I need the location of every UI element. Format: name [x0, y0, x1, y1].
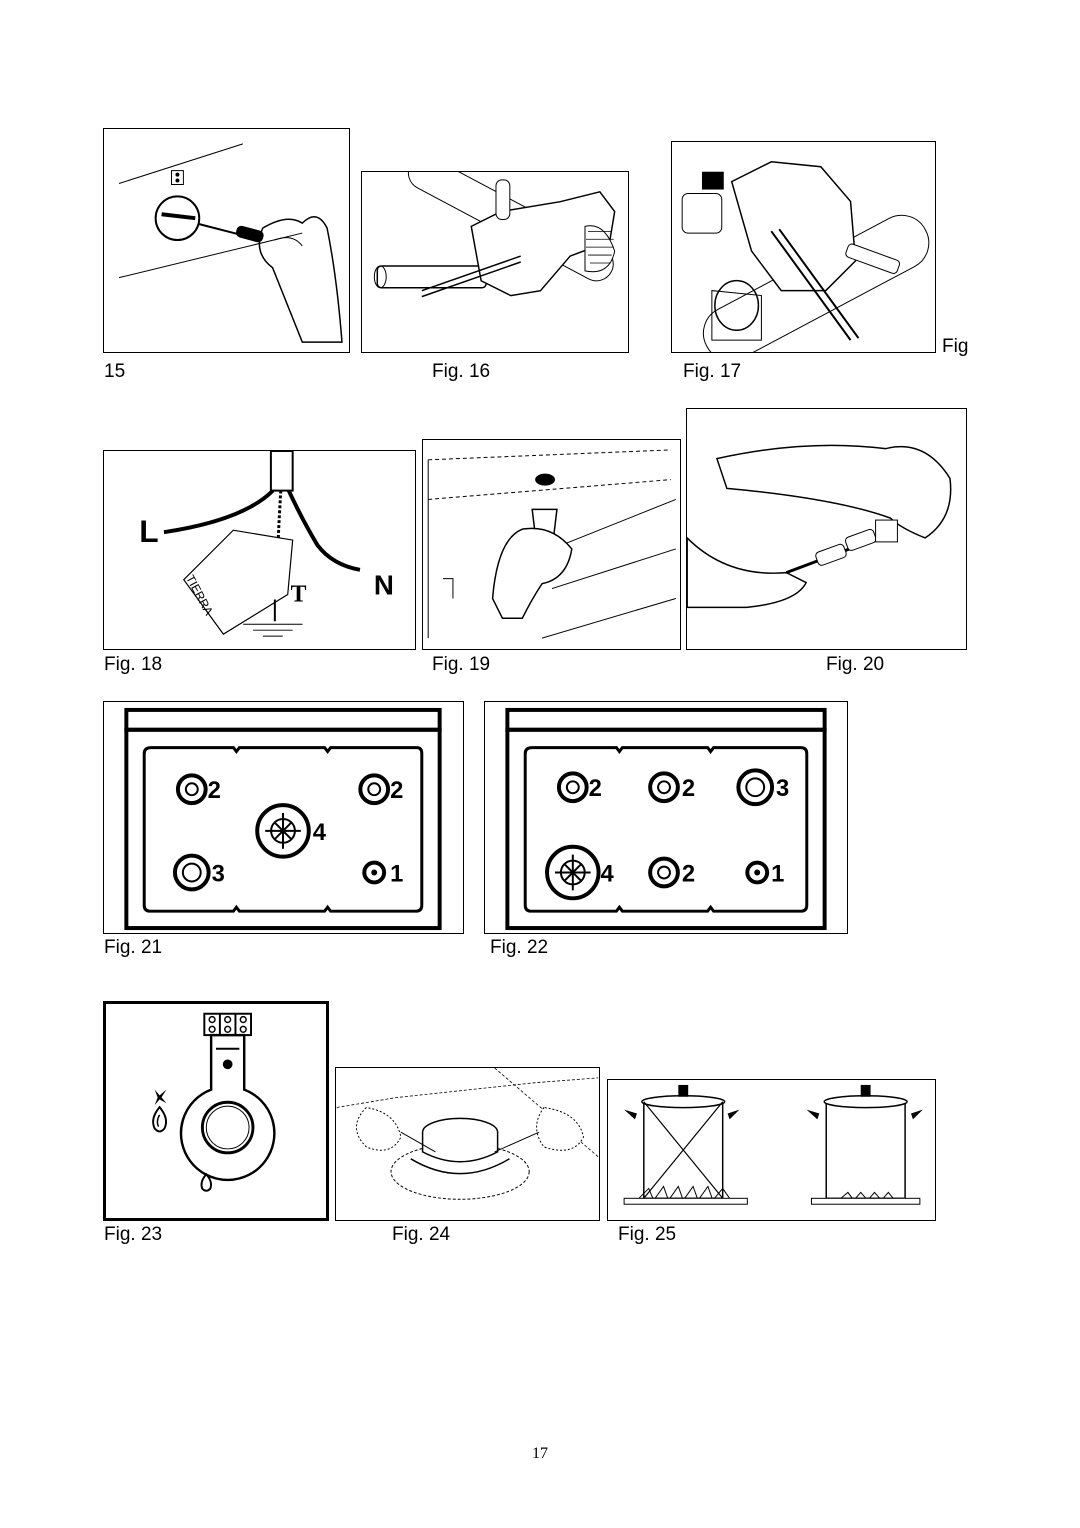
figure-15-caption-tail: Fig — [942, 336, 969, 357]
page-number: 17 — [532, 1445, 548, 1462]
hob-6-burner-diagram: 2 2 3 4 2 1 — [505, 707, 827, 931]
svg-text:2: 2 — [682, 860, 695, 887]
gas-valve-illustration — [373, 172, 616, 298]
figure-16-gas-valve — [361, 171, 629, 353]
burner-3-top-right: 3 — [736, 768, 789, 807]
figure-20-thermocouple — [686, 408, 967, 650]
earth-label: T — [291, 581, 307, 607]
figure-22-hob-layout: 2 2 3 4 2 1 — [484, 701, 848, 934]
figure-23-caption: Fig. 23 — [104, 1224, 163, 1245]
figure-20-caption: Fig. 20 — [826, 654, 885, 675]
svg-text:2: 2 — [682, 775, 695, 802]
figure-23-control-knob — [103, 1001, 329, 1221]
correct-pot — [806, 1084, 923, 1205]
burner-1-right: 1 — [362, 860, 403, 887]
figure-15-caption-number: 15 — [104, 361, 126, 382]
burner-2-top-center: 2 — [648, 771, 695, 804]
burner-4-center: 4 — [255, 803, 327, 859]
oven-lamp-illustration — [427, 449, 676, 639]
svg-text:3: 3 — [776, 775, 789, 802]
figure-17-caption: Fig. 17 — [683, 361, 742, 382]
line-label: L — [139, 513, 158, 549]
hob-4-burner-diagram: 2 2 4 3 1 — [124, 707, 442, 931]
pot-sizing-illustration — [623, 1084, 923, 1205]
wiring-illustration: L N T TIERRA — [139, 451, 394, 637]
gas-valve-illustration-2 — [681, 161, 930, 352]
figure-17-gas-valve — [671, 141, 936, 353]
figure-16-caption: Fig. 16 — [432, 361, 491, 382]
figure-19-caption: Fig. 19 — [432, 654, 491, 675]
burner-1-bottom-right: 1 — [745, 860, 784, 887]
small-flame-icon — [200, 1172, 212, 1192]
figure-24-caption: Fig. 24 — [392, 1224, 451, 1245]
svg-text:2: 2 — [390, 777, 403, 804]
figure-15-screwdriver-adjustment — [103, 128, 350, 353]
burner-2-right: 2 — [358, 773, 403, 806]
control-knob-diagram — [152, 1012, 276, 1192]
svg-text:4: 4 — [601, 860, 615, 887]
figure-21-caption: Fig. 21 — [104, 937, 163, 958]
figure-18-wiring: L N T TIERRA — [103, 450, 416, 650]
figure-24-burner-ignition — [335, 1067, 600, 1221]
figure-25-caption: Fig. 25 — [618, 1224, 677, 1245]
figure-21-hob-layout: 2 2 4 3 1 — [103, 701, 464, 934]
burner-2-bottom-center: 2 — [648, 856, 695, 889]
svg-text:4: 4 — [313, 819, 327, 846]
burner-2-left: 2 — [175, 773, 221, 806]
wrong-pot — [623, 1084, 748, 1205]
burner-3-left: 3 — [172, 853, 225, 892]
svg-text:1: 1 — [390, 860, 403, 887]
large-flame-icon — [152, 1105, 168, 1133]
figure-19-oven-lamp — [422, 439, 681, 650]
figure-18-caption: Fig. 18 — [104, 654, 163, 675]
thermocouple-illustration — [687, 444, 952, 609]
figure-22-caption: Fig. 22 — [490, 937, 549, 958]
burner-4-bottom-left: 4 — [545, 844, 615, 901]
svg-text:2: 2 — [208, 777, 221, 804]
svg-text:1: 1 — [771, 860, 784, 887]
burner-2-top-left: 2 — [556, 771, 602, 804]
spark-icon — [154, 1089, 167, 1106]
burner-ignition-illustration — [336, 1068, 599, 1200]
figure-25-pot-sizing — [607, 1079, 936, 1221]
svg-text:3: 3 — [212, 860, 225, 887]
screwdriver-illustration — [118, 143, 343, 343]
svg-text:2: 2 — [589, 775, 602, 802]
neutral-label: N — [374, 570, 394, 601]
